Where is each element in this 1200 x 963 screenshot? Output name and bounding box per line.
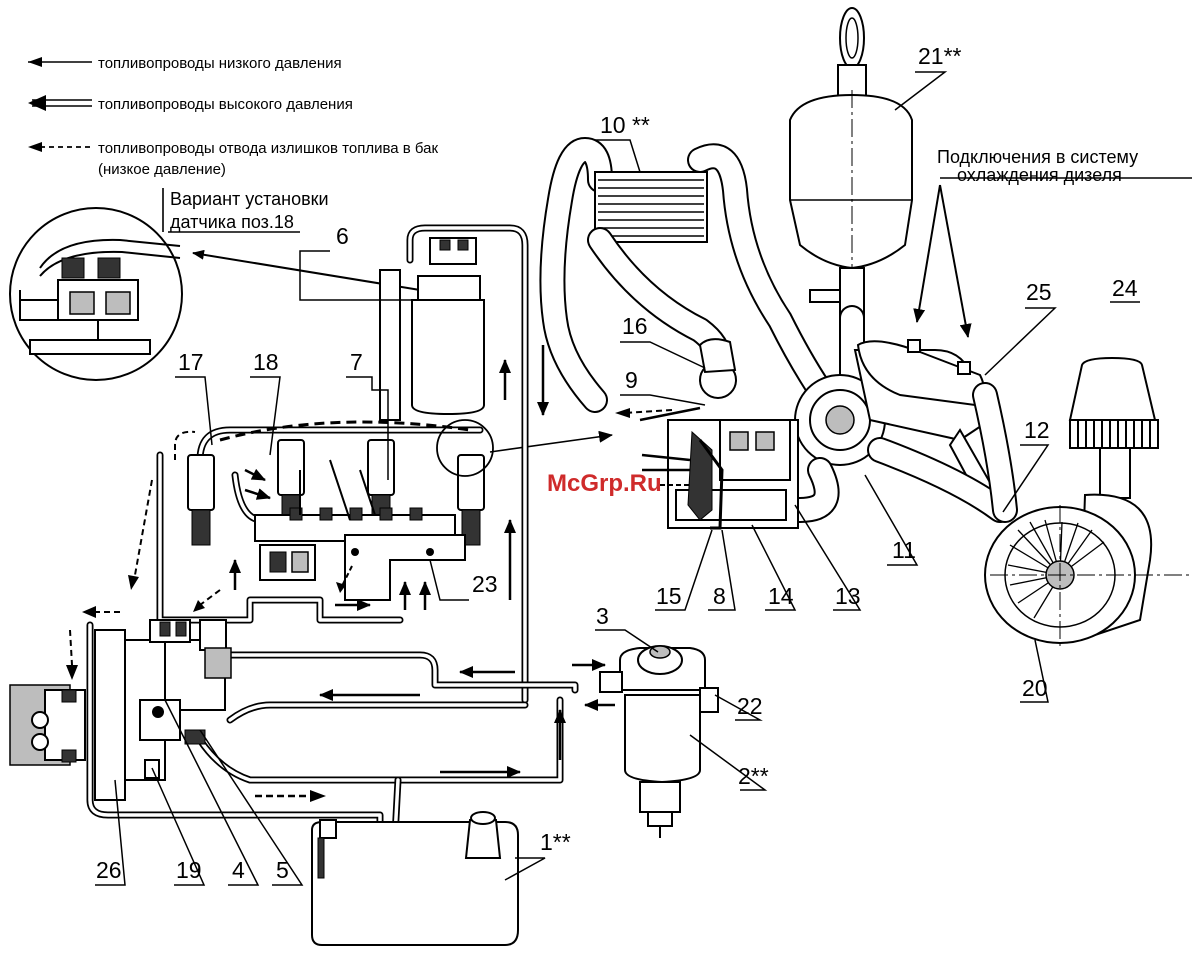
label-9: 9 — [625, 367, 638, 393]
legend-return-line-symbol — [28, 142, 94, 152]
label-16: 16 — [622, 313, 648, 339]
legend-high-pressure-symbol — [28, 95, 92, 111]
label-8: 8 — [713, 583, 726, 609]
fuel-tank — [311, 811, 519, 946]
label-7: 7 — [350, 349, 363, 375]
engine-drive — [9, 684, 86, 766]
label-24: 24 — [1112, 275, 1138, 301]
label-1: 1** — [540, 829, 571, 855]
label-15: 15 — [656, 583, 682, 609]
legend-return-line-note: (низкое давление) — [98, 161, 226, 178]
watermark: McGrp.Ru — [547, 470, 662, 497]
air-cleaner — [789, 7, 913, 403]
label-14: 14 — [768, 583, 794, 609]
coarse-filter — [599, 645, 719, 838]
common-rail — [231, 459, 456, 542]
inset-title-line2: датчика поз.18 — [170, 212, 294, 232]
legend-high-pressure-text: топливопроводы высокого давления — [98, 96, 353, 113]
cooling-annotation-line1: Подключения в систему — [937, 147, 1138, 167]
label-11: 11 — [892, 537, 916, 563]
legend-low-pressure-symbol — [28, 57, 92, 67]
inset-title-line1: Вариант установки — [170, 189, 329, 209]
cooling-annotation-line2: охлаждения дизеля — [957, 165, 1122, 185]
bracket — [344, 534, 466, 601]
label-23: 23 — [472, 571, 498, 597]
leader-lines — [95, 71, 1140, 886]
inset-sensor-drawing — [19, 238, 181, 355]
sensor-variant-inset: Вариант установки датчика поз.18 — [9, 188, 421, 381]
air-cleaner-housing — [984, 493, 1190, 650]
precleaner — [1068, 356, 1159, 499]
label-17: 17 — [178, 349, 204, 375]
label-2: 2** — [738, 763, 769, 789]
air-system — [539, 7, 1192, 650]
engine-fuel-system — [9, 224, 719, 946]
label-5: 5 — [276, 857, 289, 883]
cylinder-head-detail — [489, 338, 799, 530]
label-13: 13 — [835, 583, 861, 609]
label-20: 20 — [1022, 675, 1048, 701]
label-19: 19 — [176, 857, 202, 883]
label-25: 25 — [1026, 279, 1052, 305]
legend-return-line-text: топливопроводы отвода излишков топлива в… — [98, 140, 439, 157]
label-18: 18 — [253, 349, 279, 375]
label-21: 21** — [918, 43, 962, 69]
pressure-sensor — [259, 544, 316, 581]
fine-filter — [379, 224, 529, 704]
intercooler — [594, 171, 708, 243]
part-labels: 1** 2** 3 4 5 6 7 8 9 10 ** 11 12 13 14 … — [96, 43, 1138, 883]
label-6: 6 — [336, 223, 349, 249]
legend: топливопроводы низкого давления топливоп… — [28, 55, 439, 178]
label-26: 26 — [96, 857, 122, 883]
label-3: 3 — [596, 603, 609, 629]
label-4: 4 — [232, 857, 245, 883]
fuel-pump — [94, 619, 232, 801]
label-10: 10 ** — [600, 112, 650, 138]
cooling-annotation: Подключения в систему охлаждения дизеля — [937, 147, 1138, 185]
label-12: 12 — [1024, 417, 1050, 443]
legend-low-pressure-text: топливопроводы низкого давления — [98, 55, 342, 72]
heat-exchanger — [856, 339, 1018, 523]
label-22: 22 — [737, 693, 763, 719]
